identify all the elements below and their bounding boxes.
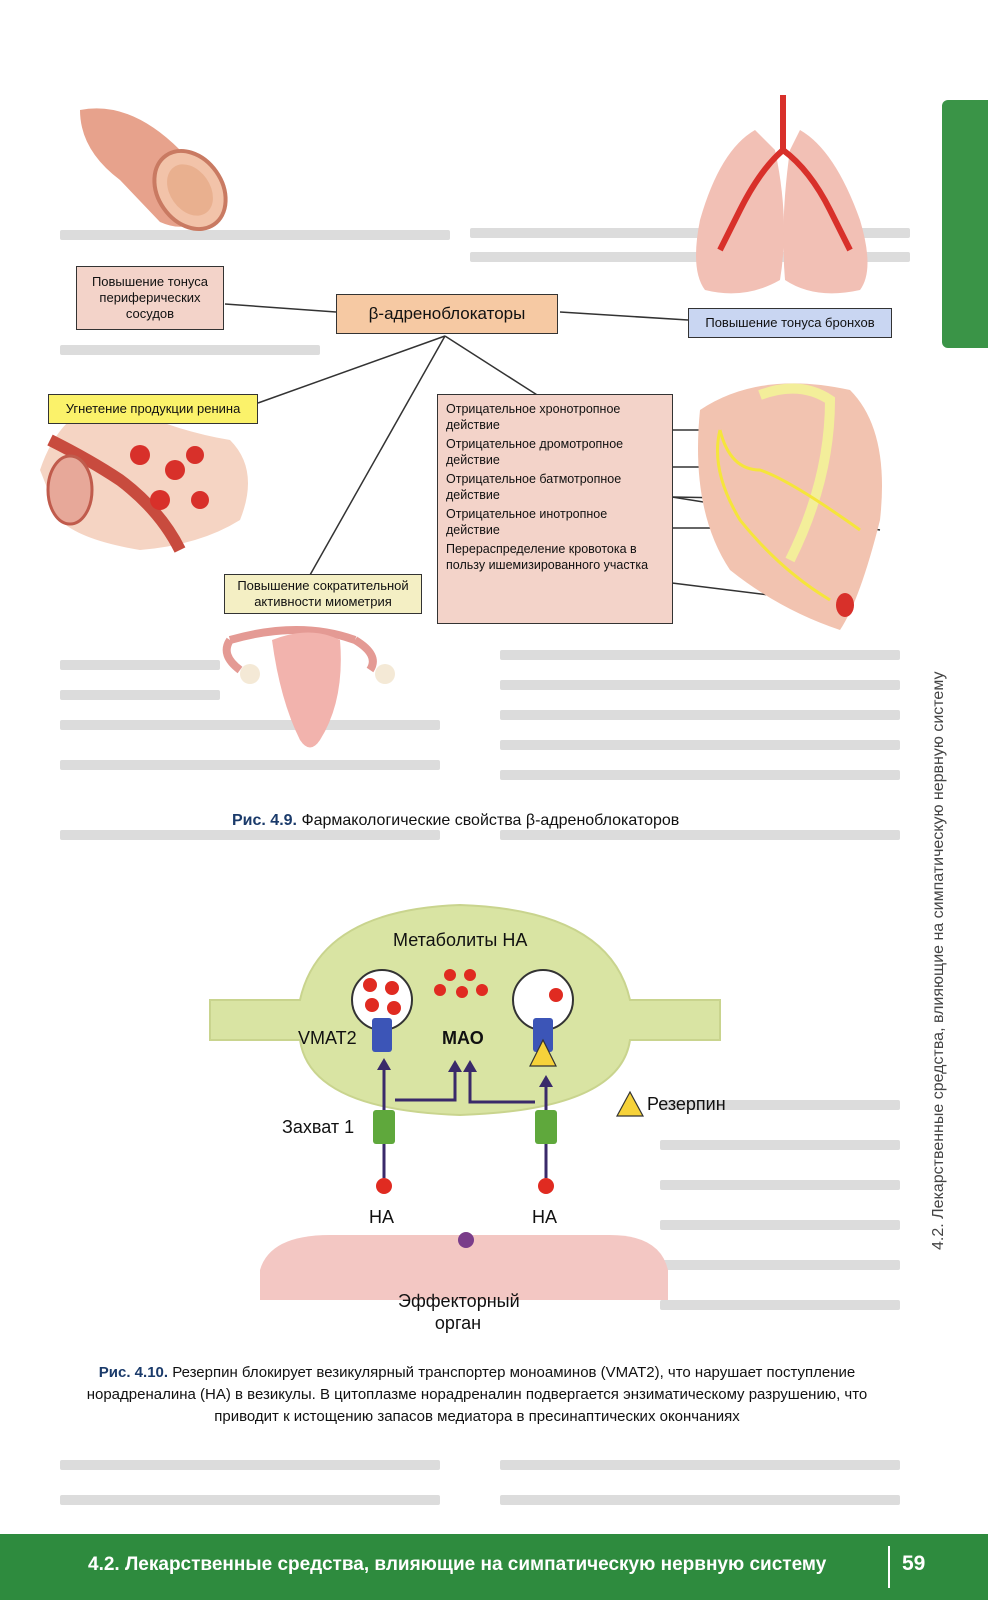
- vmat2-transporter-left: [372, 1018, 392, 1052]
- background-text-block: [60, 690, 220, 700]
- background-text-block: [500, 1495, 900, 1505]
- background-text-block: [660, 1260, 900, 1270]
- heart-image: [698, 383, 882, 630]
- background-text-block: [60, 230, 450, 240]
- reserpine-legend-triangle: [615, 1090, 645, 1117]
- uterus-image: [222, 626, 395, 748]
- background-text-block: [60, 660, 220, 670]
- myometrium-box: Повышение сократительной активности миом…: [224, 574, 422, 614]
- page-number: 59: [902, 1552, 926, 1575]
- lungs-image: [696, 95, 868, 294]
- background-text-block: [60, 830, 440, 840]
- background-text-block: [500, 680, 900, 690]
- vmat2-transporter-right: [533, 1018, 553, 1052]
- background-text-block: [60, 345, 320, 355]
- background-text-block: [500, 740, 900, 750]
- background-text-block: [60, 720, 440, 730]
- reserpine-triangle-on-vmat2: [529, 1038, 557, 1067]
- mao-label: МАО: [442, 1028, 484, 1048]
- background-text-block: [660, 1220, 900, 1230]
- effector-organ-label: Эффекторный орган: [398, 1291, 520, 1333]
- background-text-block: [500, 650, 900, 660]
- effector-organ-shape: [260, 1235, 668, 1300]
- heart-effect-redistribution: Перераспределение кровотока в пользу ише…: [446, 542, 649, 572]
- heart-effects-box: Отрицательное хронотропное действие Отри…: [437, 394, 673, 624]
- background-text-block: [500, 770, 900, 780]
- uptake1-transporter-left: [373, 1110, 395, 1144]
- figure-4-9-text: Фармакологические свойства β-адреноблока…: [301, 812, 680, 829]
- page-footer: 4.2. Лекарственные средства, влияющие на…: [0, 1534, 988, 1600]
- figure-4-10-caption: Рис. 4.10. Резерпин блокирует везикулярн…: [62, 1362, 892, 1428]
- background-text-block: [500, 830, 900, 840]
- vmat2-label: VMAT2: [298, 1028, 357, 1048]
- metabolites-label: Метаболиты НА: [393, 930, 528, 950]
- bronchi-tone-box: Повышение тонуса бронхов: [688, 308, 892, 338]
- background-text-block: [60, 1495, 440, 1505]
- vessel-tone-box: Повышение тонуса периферических сосудов: [76, 266, 224, 330]
- background-text-block: [660, 1100, 900, 1110]
- background-text-block: [500, 1460, 900, 1470]
- background-text-block: [500, 710, 900, 720]
- background-text-block: [660, 1180, 900, 1190]
- figure-4-9-label: Рис. 4.9.: [232, 812, 297, 829]
- nephron-image: [40, 400, 248, 553]
- figure-4-10-label: Рис. 4.10.: [98, 1364, 169, 1381]
- footer-running-title: 4.2. Лекарственные средства, влияющие на…: [88, 1554, 827, 1575]
- heart-effect-chronotropic: Отрицательное хронотропное действие: [446, 402, 621, 432]
- background-text-block: [660, 1140, 900, 1150]
- background-text-block: [470, 252, 910, 262]
- reserpine-label: Резерпин: [647, 1094, 726, 1114]
- heart-effect-dromotropic: Отрицательное дромотропное действие: [446, 437, 624, 467]
- footer-divider: [888, 1546, 890, 1588]
- uptake1-label: Захват 1: [282, 1117, 355, 1137]
- figure-4-10-text: Резерпин блокирует везикулярный транспор…: [86, 1364, 868, 1425]
- background-text-block: [60, 760, 440, 770]
- heart-effect-inotropic: Отрицательное инотропное действие: [446, 507, 608, 537]
- na-label-right: НА: [532, 1207, 558, 1227]
- heart-effect-bathmotropic: Отрицательное батмотропное действие: [446, 472, 622, 502]
- blood-vessel-image: [80, 108, 228, 231]
- beta-blockers-box: β-адреноблокаторы: [336, 294, 558, 334]
- chapter-tab: [942, 100, 988, 348]
- background-text-block: [660, 1300, 900, 1310]
- figure-4-10-illustration: [209, 903, 721, 1300]
- uptake1-transporter-right: [535, 1110, 557, 1144]
- figure-4-9-caption: Рис. 4.9. Фармакологические свойства β-а…: [232, 812, 679, 830]
- figure-4-9-illustration: [40, 95, 882, 748]
- background-text-block: [60, 1460, 440, 1470]
- na-label-left: НА: [369, 1207, 395, 1227]
- renin-box: Угнетение продукции ренина: [48, 394, 258, 424]
- background-text-block: [470, 228, 910, 238]
